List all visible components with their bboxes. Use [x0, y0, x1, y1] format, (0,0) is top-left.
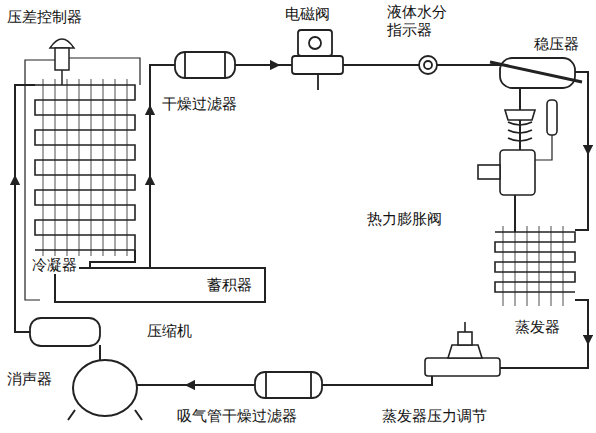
part-name: 蓄积器 — [205, 276, 254, 294]
part-name: 干燥过滤器 — [160, 95, 239, 113]
part-name: 消声器 — [5, 370, 54, 388]
part-name: 吸气管干燥过滤器 — [175, 407, 299, 425]
condenser-coil — [35, 79, 135, 256]
suction-filter — [255, 372, 322, 398]
evap-pressure-regulator — [425, 322, 500, 376]
part-name: 电磁阀 — [283, 5, 332, 23]
part-name: 压差控制器 — [5, 8, 84, 26]
part-name: 蒸发器压力调节 — [380, 407, 489, 425]
receiver-tank — [55, 268, 265, 302]
part-name: 热力膨胀阀 — [365, 210, 444, 228]
solenoid-valve — [292, 30, 343, 90]
compressor — [68, 360, 142, 420]
part-name: 冷凝器 — [30, 256, 79, 274]
part-name: 蒸发器 — [513, 318, 562, 336]
part-name: 液体水分指示器 — [385, 3, 455, 39]
evaporator-coil — [495, 226, 575, 306]
expansion-valve — [478, 100, 557, 195]
stabilizer — [490, 58, 582, 88]
flow-arrows — [15, 65, 588, 385]
muffler — [30, 318, 100, 346]
filter-drier — [175, 52, 235, 78]
pressure-controller — [25, 39, 140, 300]
sight-glass — [419, 56, 437, 74]
part-name: 稳压器 — [532, 35, 581, 53]
piping — [15, 65, 588, 385]
part-name: 压缩机 — [145, 322, 194, 340]
